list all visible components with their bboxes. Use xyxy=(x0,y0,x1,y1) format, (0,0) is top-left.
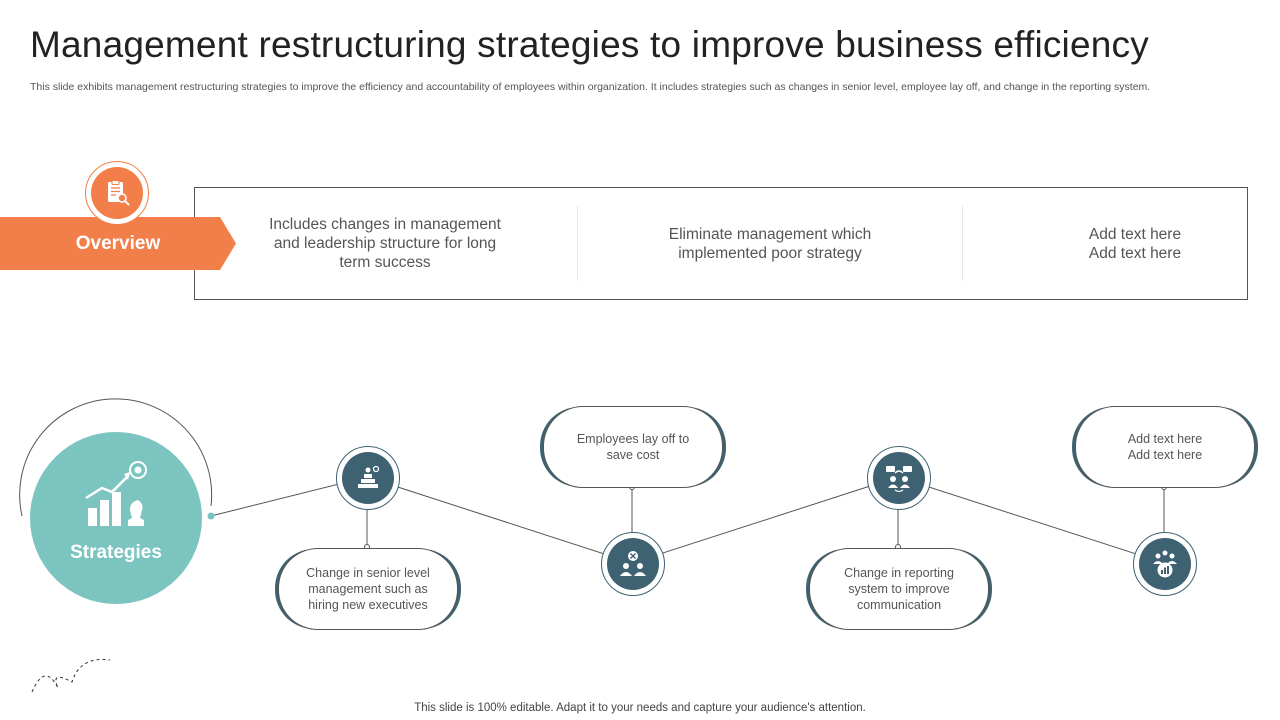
communication-cycle-icon xyxy=(873,452,925,504)
team-report-icon xyxy=(1139,538,1191,590)
strategy-step-2-text: Employees lay off to save cost xyxy=(576,432,690,462)
strategy-node-4 xyxy=(1133,532,1197,596)
podium-gear-icon xyxy=(342,452,394,504)
strategy-step-1: Change in senior level management such a… xyxy=(278,548,458,630)
strategy-step-3: Change in reporting system to improve co… xyxy=(809,548,989,630)
overview-divider xyxy=(962,206,963,281)
clipboard-search-icon xyxy=(91,167,143,219)
overview-box: Includes changes in management and leade… xyxy=(194,187,1248,300)
overview-item-2: Eliminate management which implemented p… xyxy=(668,225,872,262)
overview-item-1: Includes changes in management and leade… xyxy=(269,216,501,271)
overview-banner xyxy=(0,217,236,270)
slide-title: Management restructuring strategies to i… xyxy=(30,24,1149,65)
strategy-step-1-text: Change in senior level management such a… xyxy=(306,566,430,612)
strategy-step-4-text: Add text here Add text here xyxy=(1127,432,1203,462)
strategy-step-4: Add text here Add text here xyxy=(1075,406,1255,488)
growth-chart-chess-icon xyxy=(80,458,152,530)
strategy-step-3-text: Change in reporting system to improve co… xyxy=(844,566,954,612)
strategy-step-2: Employees lay off to save cost xyxy=(543,406,723,488)
strategies-label: Strategies xyxy=(70,542,162,563)
strategy-node-3 xyxy=(867,446,931,510)
overview-divider xyxy=(577,206,578,281)
decorative-doodle xyxy=(31,658,111,693)
slide-footer: This slide is 100% editable. Adapt it to… xyxy=(414,702,866,714)
overview-item-3: Add text here Add text here xyxy=(1088,225,1182,262)
strategy-node-1 xyxy=(336,446,400,510)
team-remove-icon xyxy=(607,538,659,590)
overview-label: Overview xyxy=(75,232,161,254)
strategy-node-2 xyxy=(601,532,665,596)
slide-subtitle: This slide exhibits management restructu… xyxy=(30,81,1151,93)
